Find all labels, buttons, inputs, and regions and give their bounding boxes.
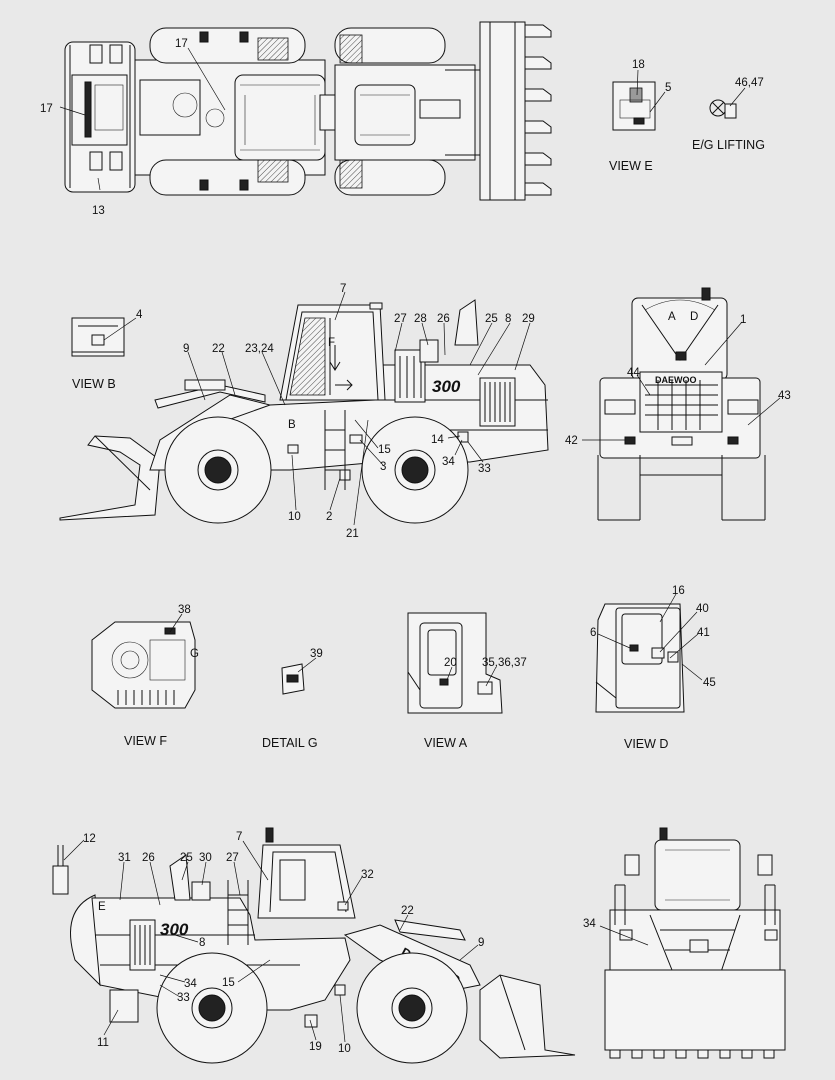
callout-34: 34 (184, 978, 197, 990)
callout-7: 7 (340, 283, 346, 295)
callout-15: 15 (378, 444, 391, 456)
detail-g-caption: DETAIL G (262, 736, 318, 750)
view-letter-f: F (328, 337, 335, 349)
callout-42: 42 (565, 435, 578, 447)
view-letter-b: B (288, 419, 296, 431)
callout-26: 26 (437, 313, 450, 325)
callout-31: 31 (118, 852, 131, 864)
callout-13: 13 (92, 205, 105, 217)
callout-3: 3 (380, 461, 386, 473)
rear-model-text: 300 (160, 920, 189, 939)
top-view-drawing (64, 21, 552, 201)
callout-11: 11 (97, 1037, 109, 1049)
callout-18: 18 (632, 59, 645, 71)
callout-34: 34 (442, 456, 455, 468)
callout-28: 28 (414, 313, 427, 325)
callout-8: 8 (199, 937, 205, 949)
view-letter-e: E (98, 901, 106, 913)
callout-38: 38 (178, 604, 191, 616)
view-f-caption: VIEW F (124, 734, 167, 748)
callout-22: 22 (212, 343, 225, 355)
callout-2: 2 (326, 511, 332, 523)
callout-1: 1 (740, 314, 746, 326)
view-letter-g: G (190, 648, 199, 660)
view-letter-a: A (668, 311, 676, 323)
callout-9: 9 (478, 937, 484, 949)
callout-27: 27 (394, 313, 407, 325)
callout-10: 10 (288, 511, 301, 523)
callout-10: 10 (338, 1043, 351, 1055)
front-view-drawing: DAEWOO (597, 287, 766, 521)
side-view-drawing: 300 DAEWOO (59, 299, 549, 524)
callout-25: 25 (180, 852, 193, 864)
callout-45: 45 (703, 677, 716, 689)
view-e-caption: VIEW E (609, 159, 653, 173)
callout-7: 7 (236, 831, 242, 843)
callout-17: 17 (40, 103, 53, 115)
callout-4: 4 (136, 309, 143, 321)
view-b-caption: VIEW B (72, 377, 116, 391)
callout-33: 33 (177, 992, 190, 1004)
front-brand-text: DAEWOO (655, 375, 697, 385)
callout-16: 16 (672, 585, 685, 597)
callout-27: 27 (226, 852, 239, 864)
rear-model-badge: 300 (160, 920, 189, 939)
rear-side-view-drawing: 300 DAEWOO (52, 827, 576, 1064)
view-d-caption: VIEW D (624, 737, 668, 751)
callout-9: 9 (183, 343, 189, 355)
callout-19: 19 (309, 1041, 322, 1053)
view-d-drawing (595, 603, 685, 713)
callout-5: 5 (665, 82, 671, 94)
callout-32: 32 (361, 869, 374, 881)
detail-g-drawing (281, 663, 305, 695)
rear-view-drawing (604, 827, 786, 1059)
callout-34: 34 (583, 918, 596, 930)
callout-12: 12 (83, 833, 96, 845)
callout-14: 14 (431, 434, 444, 446)
callout-21: 21 (346, 528, 359, 540)
callout-22: 22 (401, 905, 414, 917)
callout-43: 43 (778, 390, 791, 402)
callout-41: 41 (697, 627, 710, 639)
callout-40: 40 (696, 603, 709, 615)
view-b-drawing (71, 317, 125, 357)
callout-33: 33 (478, 463, 491, 475)
view-a-caption: VIEW A (424, 736, 468, 750)
callout-44: 44 (627, 367, 640, 379)
callout-15: 15 (222, 977, 235, 989)
callout-6: 6 (590, 627, 596, 639)
view-a-drawing (407, 612, 503, 714)
eg-lifting-drawing (709, 99, 737, 119)
callout-20: 20 (444, 657, 457, 669)
view-f-drawing (91, 621, 196, 709)
side-model-badge: 300 (432, 377, 461, 396)
callout-30: 30 (199, 852, 212, 864)
callout-35-36-37: 35,36,37 (482, 657, 527, 669)
callout-17: 17 (175, 38, 188, 50)
view-e-drawing (612, 81, 656, 131)
callout-26: 26 (142, 852, 155, 864)
view-letter-d: D (690, 311, 698, 323)
callout-39: 39 (310, 648, 323, 660)
callout-23-24: 23,24 (245, 343, 274, 355)
model-text: 300 (432, 377, 461, 396)
eg-lifting-caption: E/G LIFTING (692, 138, 765, 152)
callout-25: 25 (485, 313, 498, 325)
callout-46-47: 46,47 (735, 77, 764, 89)
callout-8: 8 (505, 313, 511, 325)
callout-29: 29 (522, 313, 535, 325)
